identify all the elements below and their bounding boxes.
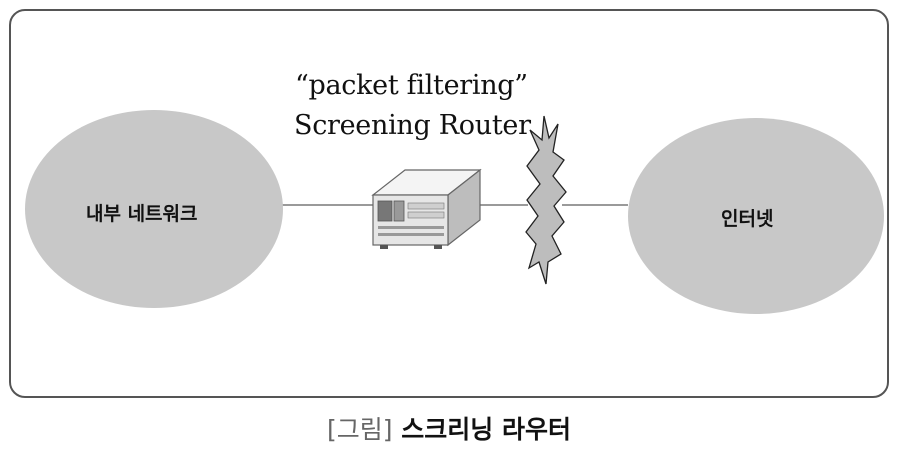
internal-network-label: 내부 네트워크 xyxy=(86,203,198,225)
router-name: Screening Router xyxy=(294,110,531,141)
internal-network-node xyxy=(25,110,283,308)
caption-title: 스크리닝 라우터 xyxy=(401,415,571,444)
internet-label: 인터넷 xyxy=(721,208,774,230)
router-filter-text: “packet filtering” xyxy=(295,70,528,101)
firewall-lightning-icon xyxy=(525,115,567,285)
internet-node xyxy=(628,118,884,314)
figure-caption: [그림] 스크리닝 라우터 xyxy=(0,410,898,446)
router-box-icon xyxy=(371,168,482,249)
caption-prefix: [그림] xyxy=(327,415,393,444)
